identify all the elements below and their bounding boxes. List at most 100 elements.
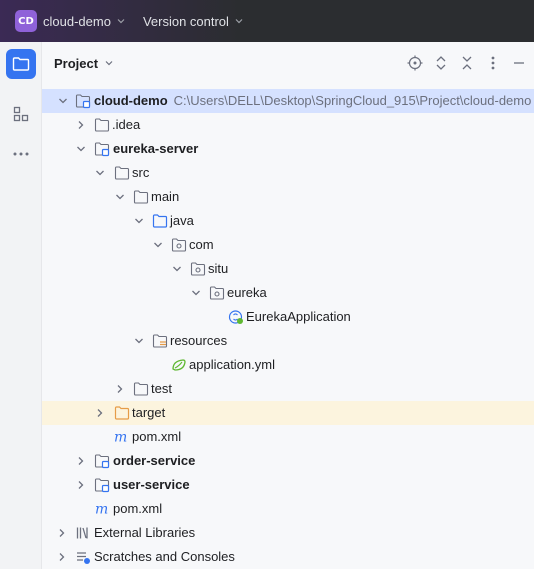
tree-row-eureka-server[interactable]: eureka-server xyxy=(42,137,534,161)
tree-label: eureka xyxy=(227,285,267,300)
chevron-right-icon xyxy=(117,385,123,393)
options-button[interactable] xyxy=(480,50,506,76)
select-opened-file-button[interactable] xyxy=(402,50,428,76)
collapse-all-button[interactable] xyxy=(454,50,480,76)
structure-icon xyxy=(13,106,29,122)
project-tool-button[interactable] xyxy=(6,49,36,79)
expand-all-icon xyxy=(436,56,446,70)
more-tools-button[interactable] xyxy=(6,139,36,169)
tree-row-java[interactable]: java xyxy=(42,209,534,233)
tree-label: application.yml xyxy=(189,357,275,372)
tree-label: main xyxy=(151,189,180,204)
spring-config-icon xyxy=(171,357,187,373)
svg-text:m: m xyxy=(114,430,127,446)
chevron-down-icon xyxy=(77,146,85,152)
vcs-label: Version control xyxy=(142,13,229,29)
chevron-down-icon xyxy=(135,338,143,344)
chevron-right-icon xyxy=(59,553,65,561)
tree-row-order-service[interactable]: order-service xyxy=(42,449,534,473)
maven-icon: m xyxy=(94,501,110,518)
tree-row-com[interactable]: com xyxy=(42,233,534,257)
package-icon xyxy=(190,261,206,277)
tree-row-eureka-application[interactable]: EurekaApplication xyxy=(42,305,534,329)
tree-label: Scratches and Consoles xyxy=(94,549,235,564)
tree-row-resources[interactable]: resources xyxy=(42,329,534,353)
project-switcher[interactable]: cloud-demo xyxy=(43,14,126,29)
collapse-all-icon xyxy=(462,56,472,70)
tree-label: External Libraries xyxy=(94,525,196,540)
crosshair-icon xyxy=(407,55,423,71)
tree-row-eureka[interactable]: eureka xyxy=(42,281,534,305)
chevron-down-icon xyxy=(117,19,125,24)
tree-row-src[interactable]: src xyxy=(42,161,534,185)
chevron-down-icon xyxy=(116,194,124,200)
package-icon xyxy=(209,285,225,301)
tree-row-idea[interactable]: .idea xyxy=(42,113,534,137)
tree-label: user-service xyxy=(113,477,190,492)
folder-icon xyxy=(133,189,149,205)
library-icon xyxy=(75,525,91,541)
panel-header: Project xyxy=(42,42,534,84)
source-folder-icon xyxy=(152,213,168,229)
folder-icon xyxy=(94,117,110,133)
tree-label: pom.xml xyxy=(132,429,182,444)
tree-label: target xyxy=(132,405,166,420)
expand-all-button[interactable] xyxy=(428,50,454,76)
module-folder-icon xyxy=(94,453,110,469)
chevron-down-icon xyxy=(59,98,67,104)
panel-title: Project xyxy=(54,55,99,71)
chevron-down-icon xyxy=(154,242,162,248)
chevron-down-icon xyxy=(105,61,113,66)
scratches-icon xyxy=(75,549,91,565)
svg-text:m: m xyxy=(95,502,108,518)
chevron-right-icon xyxy=(78,481,84,489)
tree-row-target[interactable]: target xyxy=(42,401,534,425)
vcs-menu[interactable]: Version control xyxy=(143,14,244,29)
project-name: cloud-demo xyxy=(43,13,111,29)
minimize-icon xyxy=(514,62,524,64)
tree-label: .idea xyxy=(112,117,141,132)
tree-label: resources xyxy=(170,333,228,348)
chevron-right-icon xyxy=(97,409,103,417)
tree-label: pom.xml xyxy=(113,501,163,516)
chevron-down-icon xyxy=(96,170,104,176)
tool-window-stripe xyxy=(0,42,42,569)
structure-tool-button[interactable] xyxy=(6,99,36,129)
tree-label: EurekaApplication xyxy=(246,309,351,324)
module-folder-icon xyxy=(94,141,110,157)
module-folder-icon xyxy=(75,93,91,109)
tree-row-pom-root[interactable]: m pom.xml xyxy=(42,497,534,521)
tree-label: java xyxy=(170,213,194,228)
hide-panel-button[interactable] xyxy=(506,50,532,76)
tree-label: test xyxy=(151,381,172,396)
excluded-folder-icon xyxy=(114,405,130,421)
tree-row-test[interactable]: test xyxy=(42,377,534,401)
tree-label: situ xyxy=(208,261,229,276)
tree-row-scratches[interactable]: Scratches and Consoles xyxy=(42,545,534,569)
maven-icon: m xyxy=(113,429,129,446)
more-horizontal-icon xyxy=(13,152,29,156)
view-selector[interactable]: Project xyxy=(54,56,114,71)
chevron-right-icon xyxy=(78,457,84,465)
chevron-right-icon xyxy=(59,529,65,537)
more-vertical-icon xyxy=(491,56,495,70)
tree-row-user-service[interactable]: user-service xyxy=(42,473,534,497)
folder-icon xyxy=(133,381,149,397)
tree-row-main[interactable]: main xyxy=(42,185,534,209)
module-folder-icon xyxy=(94,477,110,493)
chevron-down-icon xyxy=(135,218,143,224)
panel-toolbar xyxy=(402,42,534,84)
tree-row-application-yml[interactable]: application.yml xyxy=(42,353,534,377)
chevron-down-icon xyxy=(192,290,200,296)
tree-row-situ[interactable]: situ xyxy=(42,257,534,281)
tree-row-pom-module[interactable]: m pom.xml xyxy=(42,425,534,449)
tree-row-external-libraries[interactable]: External Libraries xyxy=(42,521,534,545)
spring-boot-class-icon xyxy=(228,309,244,325)
tree-label: com xyxy=(189,237,214,252)
folder-icon xyxy=(114,165,130,181)
project-badge[interactable]: CD xyxy=(15,10,37,32)
package-icon xyxy=(171,237,187,253)
